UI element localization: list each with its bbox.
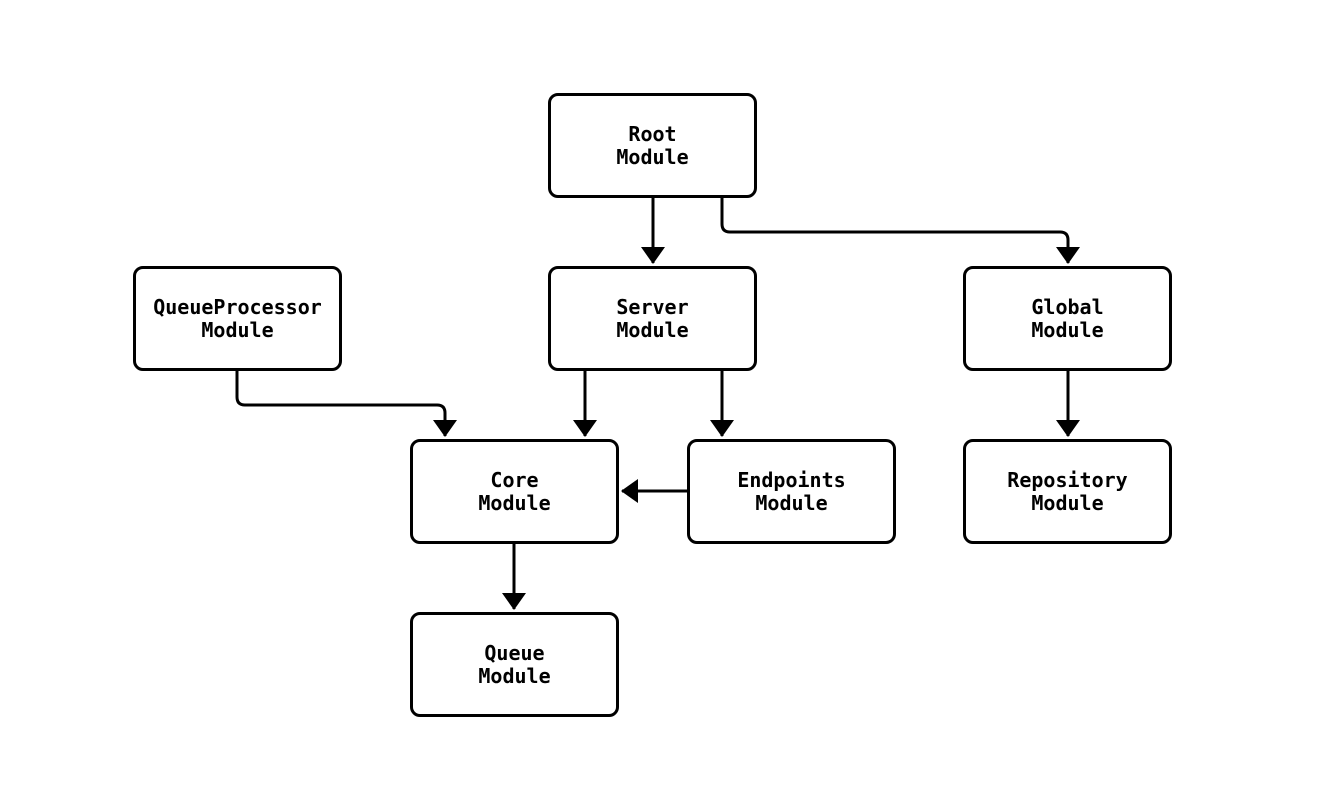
node-label-global: Global Module [1031, 294, 1104, 342]
node-repository: Repository Module [963, 439, 1172, 544]
node-queueprocessor: QueueProcessor Module [133, 266, 342, 371]
node-core: Core Module [410, 439, 619, 544]
node-label-queueprocessor: QueueProcessor Module [153, 294, 322, 342]
node-label-queue: Queue Module [478, 640, 551, 688]
node-label-repository: Repository Module [1007, 467, 1128, 515]
edge-queueprocessor-to-core [235, 371, 457, 437]
node-label-endpoints: Endpoints Module [737, 467, 846, 515]
edge-root-to-global [720, 198, 1080, 264]
node-label-root: Root Module [616, 121, 689, 169]
node-endpoints: Endpoints Module [687, 439, 896, 544]
node-global: Global Module [963, 266, 1172, 371]
node-queue: Queue Module [410, 612, 619, 717]
node-root: Root Module [548, 93, 757, 198]
node-server: Server Module [548, 266, 757, 371]
node-label-server: Server Module [616, 294, 689, 342]
node-label-core: Core Module [478, 467, 551, 515]
